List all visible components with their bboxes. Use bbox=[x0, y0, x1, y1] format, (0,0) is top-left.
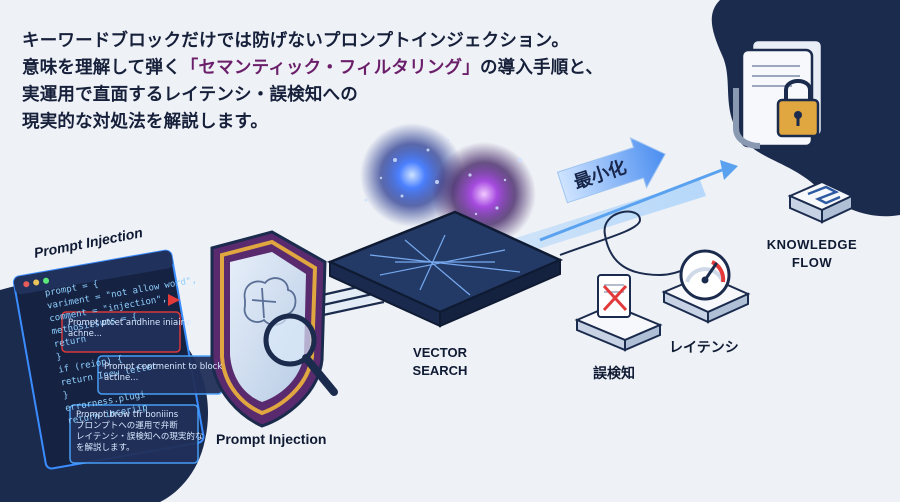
flow-line bbox=[539, 168, 723, 242]
headline: キーワードブロックだけでは防げないプロンプトインジェクション。 意味を理解して弾… bbox=[22, 28, 622, 136]
minimize-arrow bbox=[556, 137, 666, 204]
prompt-injection-label: Prompt Injection bbox=[216, 431, 327, 447]
gate-logo-icon bbox=[787, 180, 855, 224]
code-snippet: prompt = { variment = "not allow word", … bbox=[44, 262, 218, 429]
speedometer-icon bbox=[661, 249, 751, 324]
headline-line-1: キーワードブロックだけでは防げないプロンプトインジェクション。 bbox=[22, 31, 570, 51]
headline-line-2: 意味を理解して弾く「セマンティック・フィルタリング」の導入手順と、 bbox=[22, 58, 604, 78]
cable bbox=[559, 210, 706, 277]
latency-label: レイテンシ bbox=[669, 339, 739, 355]
popup-1: Prompt ptcet andhine iniaine achne... bbox=[68, 318, 192, 339]
injection-popups bbox=[61, 294, 223, 464]
false-positive-label: 誤検知 bbox=[593, 365, 635, 381]
vector-search-label: VECTOR SEARCH bbox=[412, 345, 468, 378]
vector-search-platform bbox=[326, 210, 564, 328]
magnifier-icon bbox=[263, 313, 338, 396]
document-x-icon bbox=[574, 274, 663, 352]
headline-highlight: 「セマンティック・フィルタリング」 bbox=[180, 58, 480, 78]
popup-3: Prompt brow tfr boniiins プロンプトへの運用で弁断 レイ… bbox=[76, 410, 204, 453]
flow-arrowhead bbox=[720, 160, 738, 180]
headline-line-3: 実運用で直面するレイテンシ・誤検知への bbox=[22, 85, 358, 105]
document-lock-icon bbox=[733, 38, 824, 149]
knowledge-flow-label: KNOWLEDGE FLOW bbox=[766, 237, 858, 270]
headline-line-4: 現実的な対処法を解説します。 bbox=[22, 112, 269, 132]
popup-2: Prompt contmenint to block actine... bbox=[104, 362, 223, 383]
